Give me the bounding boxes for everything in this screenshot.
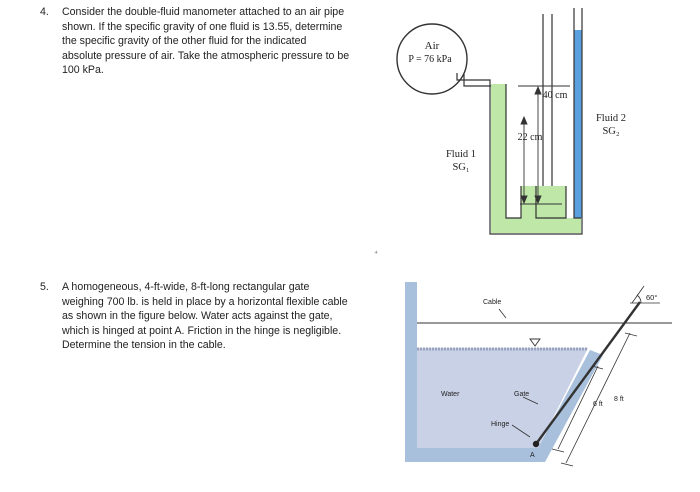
air-pipe xyxy=(396,23,468,95)
problem-4-line: 100 kPa. xyxy=(62,64,104,77)
gate-label: Gate xyxy=(514,391,529,398)
problem-5-line: as shown in the figure below. Water acts… xyxy=(62,310,333,323)
pressure-label: P = 76 kPa xyxy=(408,54,452,65)
problem-4-line: the specific gravity of the other fluid … xyxy=(62,35,307,48)
air-label: Air xyxy=(425,40,440,52)
problem-5-statement: A homogeneous, 4-ft-wide, 8-ft-long rect… xyxy=(62,280,348,353)
tube-outlines xyxy=(489,8,583,235)
dimension-40cm xyxy=(518,85,570,205)
fluid1-sg: SG₁ xyxy=(452,162,469,173)
problem-5-line: which is hinged at point A. Friction in … xyxy=(62,324,342,337)
gate-plate xyxy=(535,301,641,445)
dim-8ft-label: 8 ft xyxy=(614,396,624,403)
water-region xyxy=(417,348,588,448)
fluid2-column xyxy=(574,30,582,218)
hinge-label: Hinge xyxy=(491,421,509,428)
dimension-22cm xyxy=(520,115,528,205)
point-a-label: A xyxy=(530,452,535,459)
problem-5-number: 5. xyxy=(40,281,49,293)
problem-5-line: A homogeneous, 4-ft-wide, 8-ft-long rect… xyxy=(62,281,310,293)
dim-6ft-label: 6 ft xyxy=(593,401,603,408)
problem-5-line: weighing 700 lb. is held in place by a h… xyxy=(62,295,348,308)
problem-4-line: shown. If the specific gravity of one fl… xyxy=(62,20,343,33)
free-surface-symbol xyxy=(529,338,541,347)
fluid1-bottom xyxy=(536,186,581,233)
angle-60-marker xyxy=(630,285,660,304)
fluid2-sg: SG₂ xyxy=(602,126,619,137)
hinge-point xyxy=(532,440,540,448)
manometer-figure: Air P = 76 kPa 40 cm 22 cm Fluid 1 SG₁ xyxy=(374,8,626,258)
leader-lines xyxy=(498,308,539,438)
problem-4-line: absolute pressure of air. Take the atmos… xyxy=(62,49,350,62)
pipe-connector-inner xyxy=(463,74,494,87)
fluid2-label: Fluid 2 xyxy=(596,113,626,124)
pipe-connector xyxy=(456,73,491,84)
fluid2-inner xyxy=(543,34,552,186)
dim-40cm-label: 40 cm xyxy=(543,90,568,101)
problem-4-line: Consider the double-fluid manometer atta… xyxy=(62,6,345,18)
problem-4-statement: Consider the double-fluid manometer atta… xyxy=(62,5,349,78)
dimension-lines xyxy=(551,332,638,467)
fluid1-label: Fluid 1 xyxy=(446,149,476,160)
cable-label: Cable xyxy=(483,299,501,306)
stray-mark: ⁺ xyxy=(374,249,378,258)
problem-4-number: 4. xyxy=(40,6,49,18)
water-label: Water xyxy=(441,391,460,398)
problem-5-line: Determine the tension in the cable. xyxy=(62,339,226,352)
angle-label: 60° xyxy=(646,293,657,302)
dim-22cm-label: 22 cm xyxy=(518,132,543,143)
